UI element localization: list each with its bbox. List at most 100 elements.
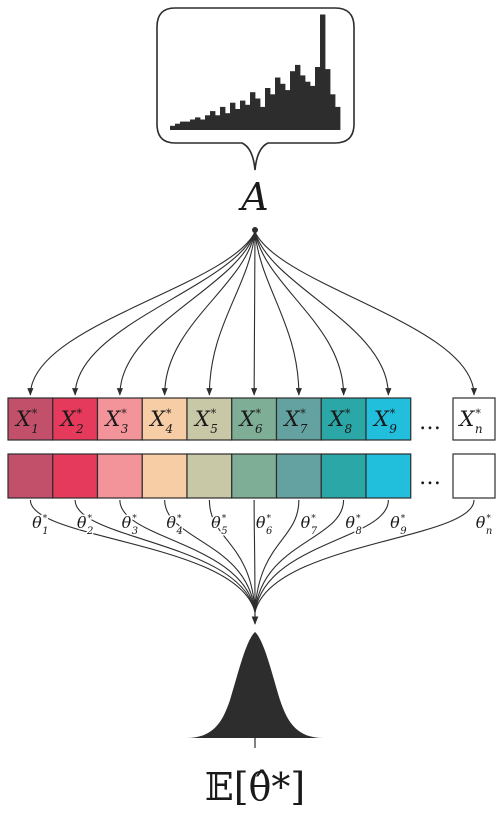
theta-superscript: * [311,514,316,524]
sample-box-7: X*7 [275,397,322,441]
theta-label-1: θ*1 [32,513,49,537]
theta-superscript: * [356,514,361,524]
histogram-bar [300,75,306,130]
histogram-bar [185,121,191,130]
sample-superscript: * [32,407,38,420]
sample-box-fill [275,397,322,441]
sample-subscript: 4 [165,422,174,436]
histogram-bar [315,67,321,130]
histogram-bar [250,92,256,130]
theta-superscript: * [222,514,227,524]
branch-point [252,227,258,233]
theta-superscript: * [177,514,182,524]
sample-box-n: X*n [452,397,496,441]
sample-superscript: * [475,407,481,420]
sample-subscript: n [475,422,483,436]
theta-label-9: θ*9 [390,513,407,537]
histogram-bar [320,14,326,130]
sample-subscript: 2 [75,422,84,436]
histogram-bar [205,115,211,130]
aggregation-curve-7 [254,499,300,613]
histogram-bar [245,104,251,130]
histogram-bar [170,125,176,130]
statistic-box-4 [141,453,188,499]
aggregation-arrows [29,499,475,625]
resample-arrow-9 [254,231,392,396]
histogram-bar [335,106,341,130]
sample-subscript: 5 [210,422,218,436]
histogram-bar [275,77,281,130]
statistic-box-3 [96,453,143,499]
resample-arrow-8 [254,231,347,396]
theta-superscript: * [43,514,48,524]
theta-superscript: * [267,514,272,524]
sample-superscript: * [345,407,351,420]
sample-superscript: * [77,407,83,420]
sampling-distribution [186,632,324,738]
sample-box-2: X*2 [52,397,99,441]
histogram-bar [190,119,196,130]
histogram-bar [325,69,331,130]
histogram-bar [220,106,226,130]
sample-box-fill [7,397,54,441]
bootstrap-statistics-row [7,453,496,499]
resample-arrow-6 [251,231,258,396]
resample-arrows [27,231,478,396]
histogram-bar [310,85,316,130]
theta-superscript: * [88,514,93,524]
theta-subscript: 2 [86,526,93,537]
aggregation-curve-2 [74,499,256,613]
theta-subscript: 4 [176,526,183,537]
resample-arrow-4 [161,231,256,396]
sample-box-4: X*4 [141,397,188,441]
theta-subscript: 8 [356,526,362,537]
theta-subscript: 3 [132,526,138,537]
sample-box-5: X*5 [186,397,233,441]
sample-box-fill [320,397,367,441]
sample-box-fill [52,397,99,441]
sample-subscript: 7 [300,422,308,436]
resample-arrow-n [254,231,478,396]
theta-subscript: 6 [266,526,273,537]
statistic-box-6 [231,453,278,499]
sample-label: A [238,175,268,219]
histogram-bar [215,115,221,130]
statistic-box-2 [52,453,99,499]
theta-label-2: θ*2 [77,513,94,537]
theta-subscript: 9 [400,526,407,537]
sample-box-fill [452,397,496,441]
sample-subscript: 3 [121,422,129,436]
statistic-box-5 [186,453,233,499]
histogram-bar [260,106,266,130]
theta-label-7: θ*7 [301,513,318,537]
sample-histogram-bubble [156,7,355,171]
histogram-bar [235,109,241,130]
aggregation-curve-5 [208,499,256,613]
histogram-bar [265,88,271,130]
aggregation-curve-9 [254,499,389,613]
resample-arrow-3 [116,231,256,396]
sample-box-fill [141,397,188,441]
histogram-bar [230,102,236,130]
statistic-box-9 [365,453,412,499]
histogram-bar [290,71,296,130]
resample-arrow-2 [72,231,256,396]
histogram-bar [330,94,336,130]
theta-label-5: θ*5 [211,513,228,537]
theta-label-3: θ*3 [122,513,139,537]
resample-arrow-1 [27,231,256,396]
sample-superscript: * [390,407,396,420]
histogram-bar [280,83,286,130]
aggregation-curve-1 [29,499,256,613]
theta-label-6: θ*6 [256,513,273,537]
theta-label-4: θ*4 [166,513,183,537]
sample-box-1: X*1 [7,397,54,441]
sample-box-9: X*9 [365,397,412,441]
sample-superscript: * [211,407,217,420]
sample-histogram [170,14,341,130]
sample-superscript: * [121,407,127,420]
aggregation-curve-3 [119,499,256,613]
